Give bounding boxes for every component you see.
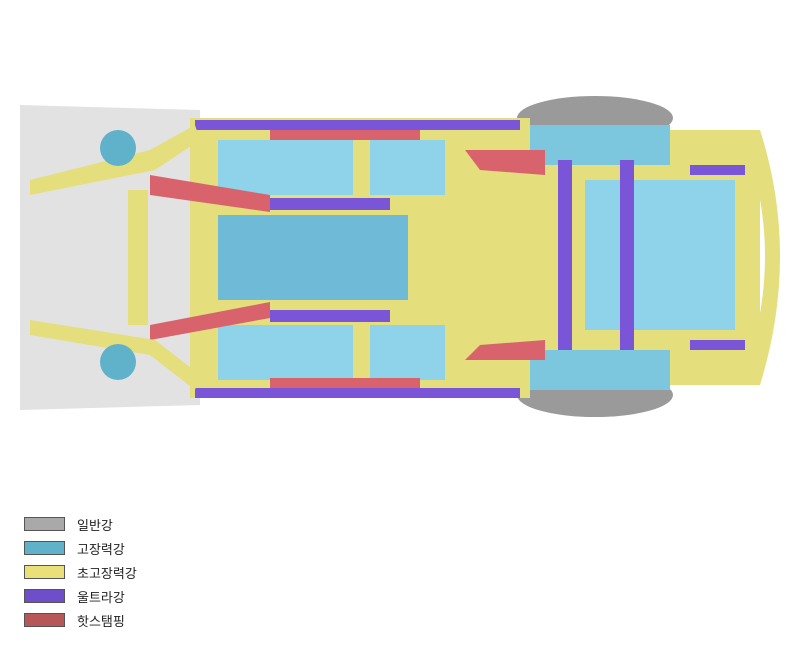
legend-swatch	[24, 541, 65, 555]
legend-swatch	[24, 565, 65, 579]
front-rail	[30, 320, 200, 390]
front-crossmember	[128, 190, 148, 325]
legend-item-high-strength: 고장력강	[24, 536, 137, 560]
front-rail-top	[150, 175, 270, 212]
legend-label: 울트라강	[77, 590, 125, 606]
floor-panel	[218, 325, 353, 380]
legend: 일반강 고장력강 초고장력강 울트라강 핫스탬핑	[24, 512, 137, 632]
legend-item-advanced-high-strength: 초고장력강	[24, 560, 137, 584]
hot-stamp-rail	[270, 130, 420, 140]
cross-member	[270, 198, 390, 210]
strut-tower	[100, 130, 136, 166]
front-rail-bottom	[150, 302, 270, 340]
cross-member	[270, 310, 390, 322]
rear-rail	[690, 340, 745, 350]
legend-label: 초고장력강	[77, 566, 137, 582]
rear-rail	[558, 160, 572, 350]
floor-panel	[218, 215, 408, 300]
legend-swatch	[24, 613, 65, 627]
side-sill-top	[195, 120, 520, 130]
rear-floor-panel	[585, 180, 735, 330]
rear-rail	[620, 160, 634, 350]
legend-swatch	[24, 517, 65, 531]
car-underbody-diagram	[20, 96, 780, 417]
floor-panel	[218, 140, 353, 195]
floor-panel	[370, 140, 445, 195]
side-sill-bottom	[195, 388, 520, 398]
hot-stamp-rail	[270, 378, 420, 388]
legend-label: 고장력강	[77, 542, 125, 558]
rear-rail	[690, 165, 745, 175]
rear-bumper	[740, 130, 780, 385]
rear-wheelhouse	[530, 350, 670, 390]
legend-label: 일반강	[77, 518, 113, 534]
legend-swatch	[24, 589, 65, 603]
legend-label: 핫스탬핑	[77, 614, 125, 630]
rear-hot-stamp	[465, 150, 545, 175]
floor-panel	[370, 325, 445, 380]
rear-hot-stamp	[465, 340, 545, 360]
rear-wheelhouse	[530, 125, 670, 165]
strut-tower	[100, 344, 136, 380]
legend-item-ultra-high-strength: 울트라강	[24, 584, 137, 608]
legend-item-hot-stamping: 핫스탬핑	[24, 608, 137, 632]
legend-item-mild-steel: 일반강	[24, 512, 137, 536]
